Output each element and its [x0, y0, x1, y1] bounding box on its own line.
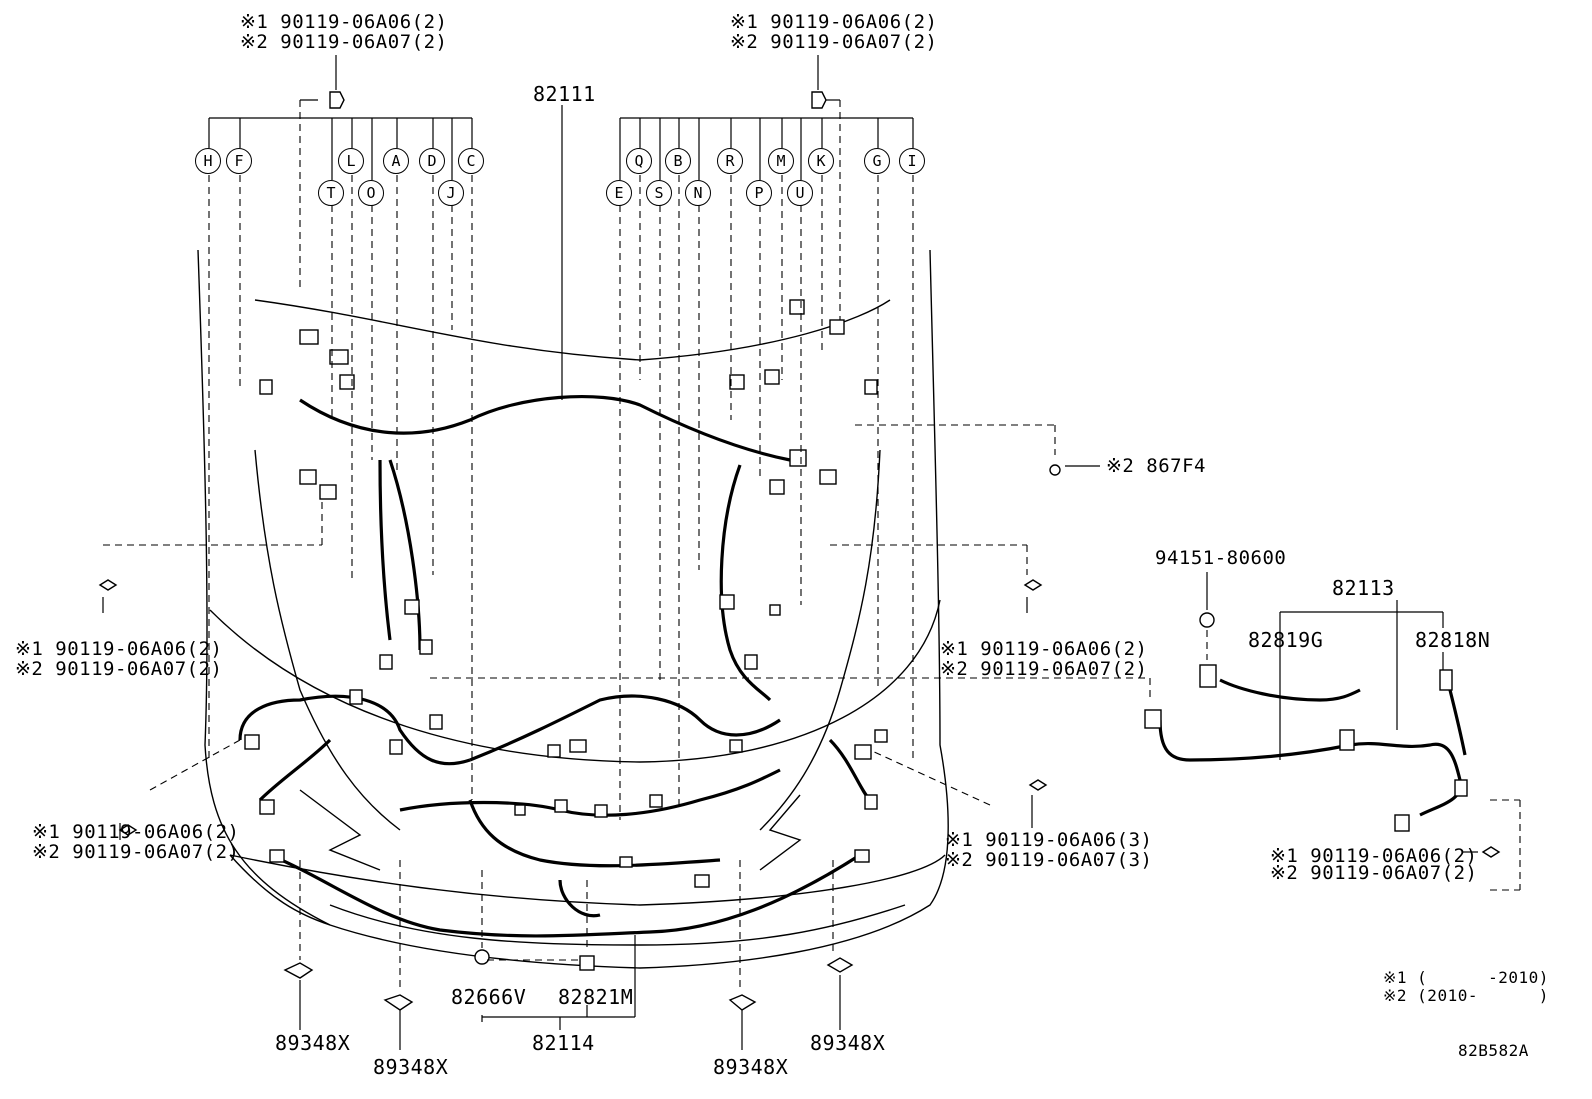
clip-89348x-label-1: 89348X	[275, 1031, 351, 1055]
connector-callout-s: S	[646, 180, 672, 206]
connector-callout-k: K	[808, 148, 834, 174]
connector-callout-d: D	[419, 148, 445, 174]
headlamp-right	[759, 794, 802, 871]
bolt-callout-top-right-1: ※1 90119-06A06(2)	[730, 11, 938, 33]
connector-callout-p: P	[746, 180, 772, 206]
part-82818n-label: 82818N	[1415, 628, 1491, 652]
bolt-callout-top-left-2: ※2 90119-06A07(2)	[240, 31, 448, 53]
connector-callout-n: N	[685, 180, 711, 206]
side-harness-label: 82113	[1332, 576, 1395, 600]
headlamp-left	[299, 789, 381, 871]
connector-callout-u: U	[787, 180, 813, 206]
bumper-line	[229, 854, 946, 906]
connector-callout-h: H	[195, 148, 221, 174]
bolt-callout-top-right-2: ※2 90119-06A07(2)	[730, 31, 938, 53]
main-harness-label: 82111	[533, 82, 596, 106]
bolt-callout-side-2: ※2 90119-06A07(2)	[1270, 862, 1478, 884]
bolt-callout-mid-right-1: ※1 90119-06A06(2)	[940, 638, 1148, 660]
connector-callout-o: O	[358, 180, 384, 206]
sub-harness-label: 82114	[532, 1031, 595, 1055]
connector-callout-m: M	[768, 148, 794, 174]
grille-line	[329, 904, 906, 946]
connector-callout-g: G	[864, 148, 890, 174]
connector-callout-f: F	[226, 148, 252, 174]
fender-left	[254, 449, 401, 831]
car-body-outline	[197, 249, 949, 969]
clip-867f4-label: ※2 867F4	[1106, 455, 1206, 477]
harness-82114	[269, 853, 861, 938]
bolt-callout-mid-right-2: ※2 90119-06A07(2)	[940, 658, 1148, 680]
connector-callout-r: R	[717, 148, 743, 174]
clip-89348x-label-2: 89348X	[373, 1055, 449, 1079]
connector-callout-q: Q	[626, 148, 652, 174]
bolt-callout-mid-left-2: ※2 90119-06A07(2)	[15, 658, 223, 680]
harness-main	[299, 394, 791, 462]
part-82666v-label: 82666V	[451, 985, 527, 1009]
connector-callout-t: T	[318, 180, 344, 206]
bolt-callout-mid-left-1: ※1 90119-06A06(2)	[15, 638, 223, 660]
bolt-callout-side-1: ※1 90119-06A06(2)	[1270, 845, 1478, 867]
bolt-callout-lower-left-1: ※1 90119-06A06(2)	[32, 821, 240, 843]
legend-line-2: ※2 (2010- )	[1383, 986, 1549, 1005]
connector-callout-e: E	[606, 180, 632, 206]
legend-line-1: ※1 ( -2010)	[1383, 968, 1549, 987]
connector-callout-i: I	[899, 148, 925, 174]
bolt-callout-lower-right-2: ※2 90119-06A07(3)	[945, 849, 1153, 871]
bolt-callout-lower-right-1: ※1 90119-06A06(3)	[945, 829, 1153, 851]
connector-callout-l: L	[338, 148, 364, 174]
bolt-callout-lower-left-2: ※2 90119-06A07(2)	[32, 841, 240, 863]
diagram-code: 82B582A	[1458, 1041, 1529, 1060]
hood-line	[209, 599, 941, 763]
connector-callout-a: A	[383, 148, 409, 174]
part-82821m-label: 82821M	[558, 985, 634, 1009]
clip-89348x-label-3: 89348X	[713, 1055, 789, 1079]
part-82819g-label: 82819G	[1248, 628, 1324, 652]
bolt-94151-label: 94151-80600	[1155, 547, 1287, 569]
connector-callout-b: B	[665, 148, 691, 174]
fender-right	[759, 449, 881, 831]
clip-89348x-label-4: 89348X	[810, 1031, 886, 1055]
bolt-callout-top-left-1: ※1 90119-06A06(2)	[240, 11, 448, 33]
connector-callout-j: J	[438, 180, 464, 206]
connector-callout-c: C	[458, 148, 484, 174]
